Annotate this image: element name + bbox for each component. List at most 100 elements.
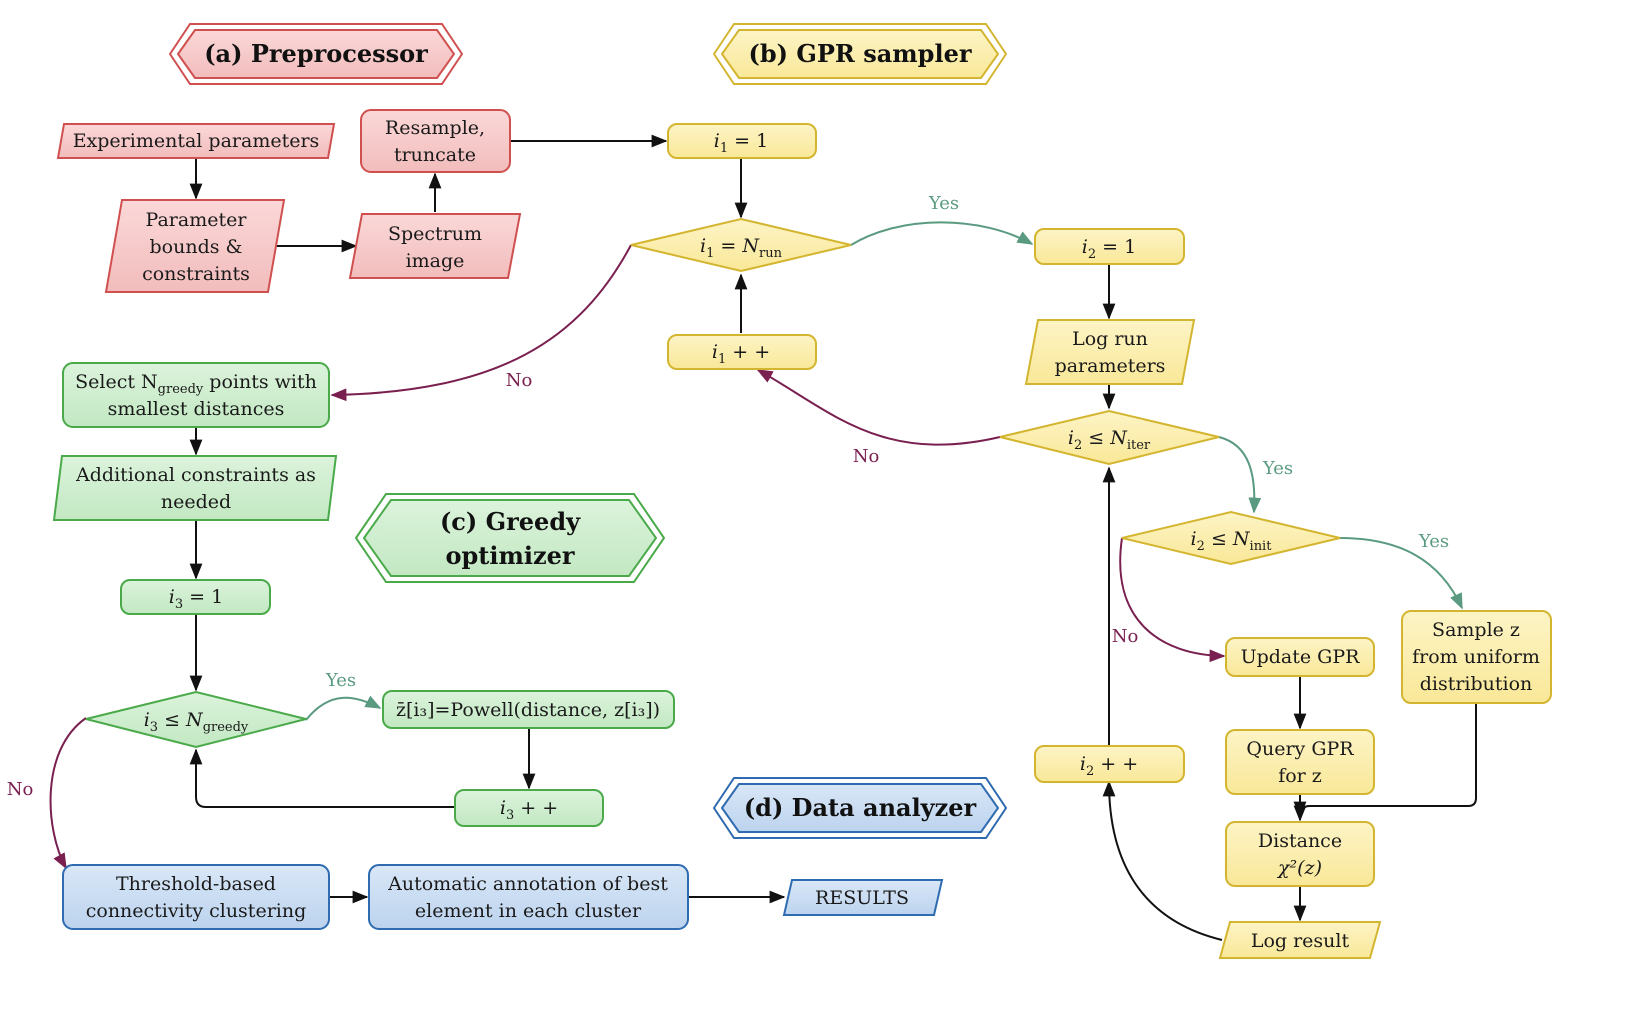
node-update-gpr: Update GPR <box>1225 637 1375 677</box>
spectrum-line1: Spectrum <box>388 223 482 245</box>
node-i2-init-check: i2 ≤ Ninit <box>1121 510 1341 566</box>
i2-init-check-sub: 2 <box>1197 539 1205 554</box>
log-run-line2: parameters <box>1055 355 1166 377</box>
annot-line2: element in each cluster <box>415 900 642 922</box>
i3-check-var: i <box>144 709 150 731</box>
distance-line1: Distance <box>1258 830 1342 852</box>
i1-inc-var: i <box>712 341 718 363</box>
node-resample-truncate: Resample, truncate <box>360 109 511 173</box>
node-i1-check: i1 = Nrun <box>630 217 852 273</box>
yes-edges <box>305 221 1463 721</box>
i1-init-sub: 1 <box>720 141 728 156</box>
node-powell: z̄[i₃]=Powell(distance, z[i₃]) <box>382 690 675 729</box>
node-i1-increment: i1 + + <box>667 334 817 370</box>
edge-label-no-4: No <box>7 779 34 800</box>
node-query-gpr: Query GPR for z <box>1225 729 1375 795</box>
header-greedy-optimizer: (c) Greedy optimizer <box>354 493 666 583</box>
svg-text:i1 + +: i1 + + <box>712 341 770 367</box>
i2-init-check-mid: ≤ N <box>1205 528 1251 550</box>
node-results: RESULTS <box>782 879 944 916</box>
node-automatic-annotation: Automatic annotation of best element in … <box>368 864 689 930</box>
svg-text:i2 ≤ Ninit: i2 ≤ Ninit <box>1191 528 1273 554</box>
results-text: RESULTS <box>815 887 909 909</box>
node-parameter-bounds: Parameter bounds & constraints <box>104 199 286 293</box>
no-edges <box>49 244 1226 870</box>
i2-init-check-sub2: init <box>1250 539 1273 554</box>
additional-line2: needed <box>161 491 231 513</box>
i2-iter-var: i <box>1068 427 1074 449</box>
i2-iter-mid: ≤ N <box>1082 427 1128 449</box>
i2-inc-var: i <box>1080 753 1086 775</box>
svg-text:i2 = 1: i2 = 1 <box>1082 236 1136 262</box>
edge-label-yes-3: Yes <box>1418 531 1449 552</box>
header-greedy-line1: (c) Greedy <box>440 507 581 536</box>
i2-init-check-var: i <box>1191 528 1197 550</box>
cluster-line2: connectivity clustering <box>86 900 307 922</box>
sample-line3: distribution <box>1420 673 1533 695</box>
i1-inc-sub: 1 <box>718 352 726 367</box>
query-line1: Query GPR <box>1246 738 1354 760</box>
svg-text:i3 + +: i3 + + <box>500 797 558 823</box>
select-line2: smallest distances <box>108 398 285 420</box>
header-preprocessor: (a) Preprocessor <box>168 23 464 85</box>
i3-init-sub: 3 <box>175 597 183 612</box>
svg-text:i2 ≤ Niter: i2 ≤ Niter <box>1068 427 1151 453</box>
i1-init-rest: = 1 <box>728 130 768 152</box>
i3-inc-rest: + + <box>514 797 558 819</box>
svg-text:i3 = 1: i3 = 1 <box>169 586 223 612</box>
edges <box>189 134 1477 941</box>
node-i3-increment: i3 + + <box>454 789 604 827</box>
node-experimental-parameters: Experimental parameters <box>56 123 336 159</box>
resample-line1: Resample, <box>385 117 485 139</box>
edge-label-no-2: No <box>853 446 880 467</box>
i2-init-var: i <box>1082 236 1088 258</box>
edge-label-yes-4: Yes <box>325 670 356 691</box>
edge-label-no-1: No <box>506 370 533 391</box>
node-sample-z: Sample z from uniform distribution <box>1401 610 1552 704</box>
node-i2-iter-check: i2 ≤ Niter <box>999 409 1220 466</box>
node-i3-check: i3 ≤ Ngreedy <box>85 690 307 749</box>
sample-line2: from uniform <box>1412 646 1540 668</box>
i2-inc-sub: 2 <box>1086 764 1094 779</box>
bounds-line1: Parameter <box>146 209 248 231</box>
log-run-line1: Log run <box>1072 328 1148 350</box>
svg-text:i2 + +: i2 + + <box>1080 753 1138 779</box>
node-i2-init: i2 = 1 <box>1034 228 1185 265</box>
node-select-points: Select Ngreedy points with smallest dist… <box>62 362 330 428</box>
bounds-line2: bounds & <box>150 236 243 258</box>
svg-text:i1 = 1: i1 = 1 <box>714 130 768 156</box>
svg-text:Select Ngreedy points with: Select Ngreedy points with <box>75 371 317 397</box>
cluster-line1: Threshold-based <box>116 873 276 895</box>
i3-inc-var: i <box>500 797 506 819</box>
header-data-analyzer: (d) Data analyzer <box>712 777 1008 839</box>
edge-label-yes-1: Yes <box>928 193 959 214</box>
svg-text:i3 ≤ Ngreedy: i3 ≤ Ngreedy <box>144 709 249 735</box>
additional-line1: Additional constraints as <box>75 464 316 486</box>
select-line1-b: points with <box>203 371 317 393</box>
node-i1-init: i1 = 1 <box>667 123 817 159</box>
experimental-parameters-text: Experimental parameters <box>73 130 320 152</box>
i1-inc-rest: + + <box>726 341 770 363</box>
header-preprocessor-label: (a) Preprocessor <box>204 39 428 68</box>
select-sub: greedy <box>158 382 204 397</box>
edge-label-yes-2: Yes <box>1262 458 1293 479</box>
update-gpr-text: Update GPR <box>1241 646 1361 668</box>
i2-init-rest: = 1 <box>1096 236 1136 258</box>
i3-init-rest: = 1 <box>183 586 223 608</box>
node-spectrum-image: Spectrum image <box>348 213 522 279</box>
i1-init-var: i <box>714 130 720 152</box>
header-gpr-sampler-label: (b) GPR sampler <box>749 39 972 68</box>
i2-init-sub: 2 <box>1088 247 1096 262</box>
powell-text: z̄[i₃]=Powell(distance, z[i₃]) <box>396 699 660 721</box>
header-gpr-sampler: (b) GPR sampler <box>712 23 1008 85</box>
log-result-text: Log result <box>1251 930 1350 952</box>
edge-label-no-3: No <box>1112 626 1139 647</box>
select-line1-a: Select N <box>75 371 158 393</box>
header-data-analyzer-label: (d) Data analyzer <box>744 793 977 822</box>
i1-check-sub: 1 <box>706 246 714 261</box>
svg-text:i1 = Nrun: i1 = Nrun <box>700 235 783 261</box>
i3-check-sub: 3 <box>150 720 158 735</box>
node-i3-init: i3 = 1 <box>120 579 271 615</box>
i3-inc-sub: 3 <box>506 808 514 823</box>
